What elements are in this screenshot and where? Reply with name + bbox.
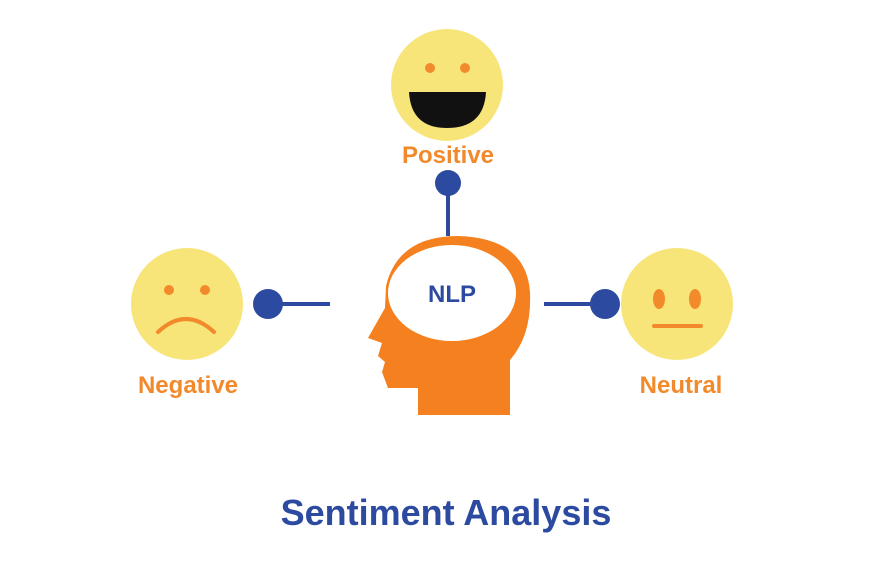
sad-face-icon	[131, 248, 243, 360]
nlp-label: NLP	[428, 281, 476, 308]
negative-label: Negative	[137, 372, 239, 399]
connector-neutral	[544, 289, 620, 319]
laughing-face-icon	[391, 29, 503, 141]
connector-negative	[253, 289, 330, 319]
positive-label: Positive	[401, 142, 495, 169]
neutral-label: Neutral	[639, 372, 723, 399]
head-profile-icon: NLP	[368, 236, 531, 415]
page-title: Sentiment Analysis	[280, 492, 612, 533]
connector-positive	[435, 170, 461, 236]
neutral-face-icon	[621, 248, 733, 360]
